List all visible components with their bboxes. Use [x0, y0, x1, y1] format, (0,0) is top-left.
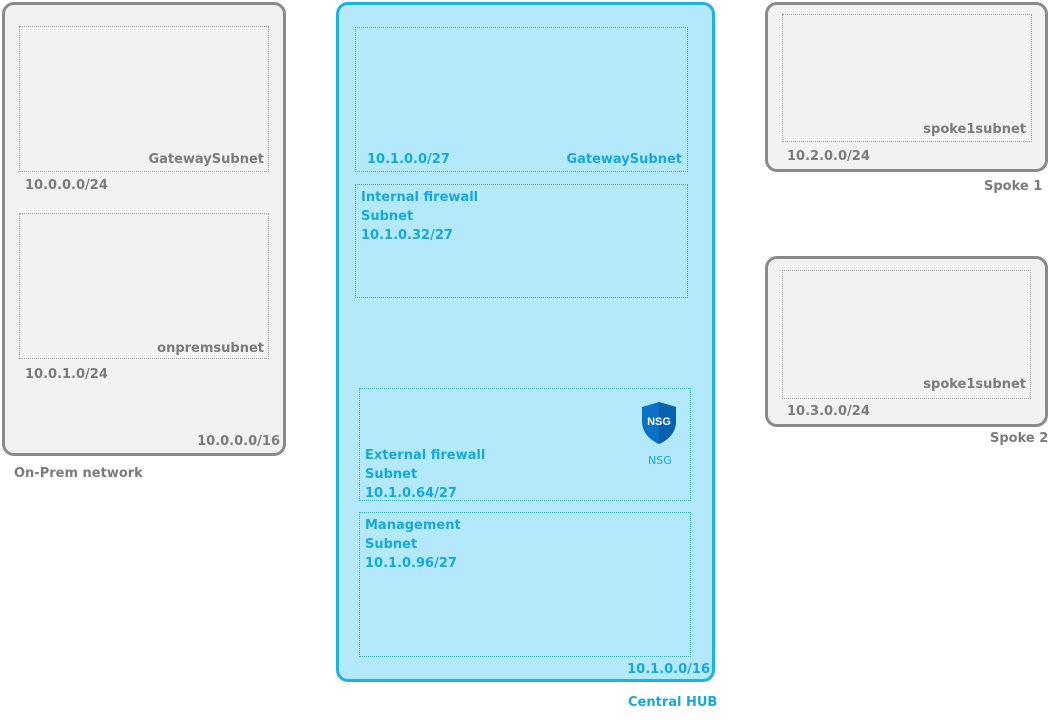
hub-internal-fw-line1: Internal firewall: [361, 190, 479, 205]
hub-management-subnet: [359, 512, 691, 657]
hub-title: Central HUB: [628, 695, 718, 710]
nsg-shield-icon: NSG: [642, 402, 676, 444]
onprem-gateway-subnet-name: GatewaySubnet: [148, 152, 264, 167]
hub-management-cidr: 10.1.0.96/27: [365, 556, 457, 571]
hub-internal-fw-subnet: [355, 184, 688, 298]
hub-gateway-subnet-cidr: 10.1.0.0/27: [367, 152, 450, 167]
spoke2-title: Spoke 2: [990, 431, 1049, 446]
onprem-title: On-Prem network: [14, 466, 143, 481]
hub-external-fw-cidr: 10.1.0.64/27: [365, 486, 457, 501]
onprem-vnet-cidr: 10.0.0.0/16: [197, 434, 280, 449]
onprem-subnet: [19, 213, 269, 359]
hub-vnet-cidr: 10.1.0.0/16: [627, 662, 710, 677]
hub-external-fw-line1: External firewall: [365, 448, 486, 463]
hub-management-line2: Subnet: [365, 537, 418, 552]
nsg-label: NSG: [648, 454, 672, 467]
spoke1-title: Spoke 1: [984, 179, 1043, 194]
onprem-subnet-name: onpremsubnet: [157, 341, 264, 356]
spoke1-vnet: [765, 2, 1048, 172]
onprem-gateway-subnet-cidr: 10.0.0.0/24: [25, 178, 108, 193]
spoke2-subnet: [782, 270, 1031, 399]
hub-gateway-subnet-name: GatewaySubnet: [566, 152, 682, 167]
hub-management-line1: Management: [365, 518, 461, 533]
hub-internal-fw-cidr: 10.1.0.32/27: [361, 228, 453, 243]
spoke1-cidr: 10.2.0.0/24: [787, 149, 870, 164]
nsg-badge-text: NSG: [647, 416, 671, 428]
hub-external-fw-subnet: [359, 388, 691, 501]
hub-vnet: [336, 2, 715, 682]
hub-gateway-subnet: [355, 27, 688, 172]
spoke2-cidr: 10.3.0.0/24: [787, 404, 870, 419]
onprem-gateway-subnet: [19, 26, 269, 172]
onprem-subnet-cidr: 10.0.1.0/24: [25, 367, 108, 382]
spoke1-subnet-name: spoke1subnet: [923, 122, 1026, 137]
spoke2-subnet-name: spoke1subnet: [923, 377, 1026, 392]
hub-internal-fw-line2: Subnet: [361, 209, 414, 224]
spoke1-subnet: [782, 14, 1032, 142]
onprem-vnet: [2, 2, 286, 456]
hub-external-fw-line2: Subnet: [365, 467, 418, 482]
